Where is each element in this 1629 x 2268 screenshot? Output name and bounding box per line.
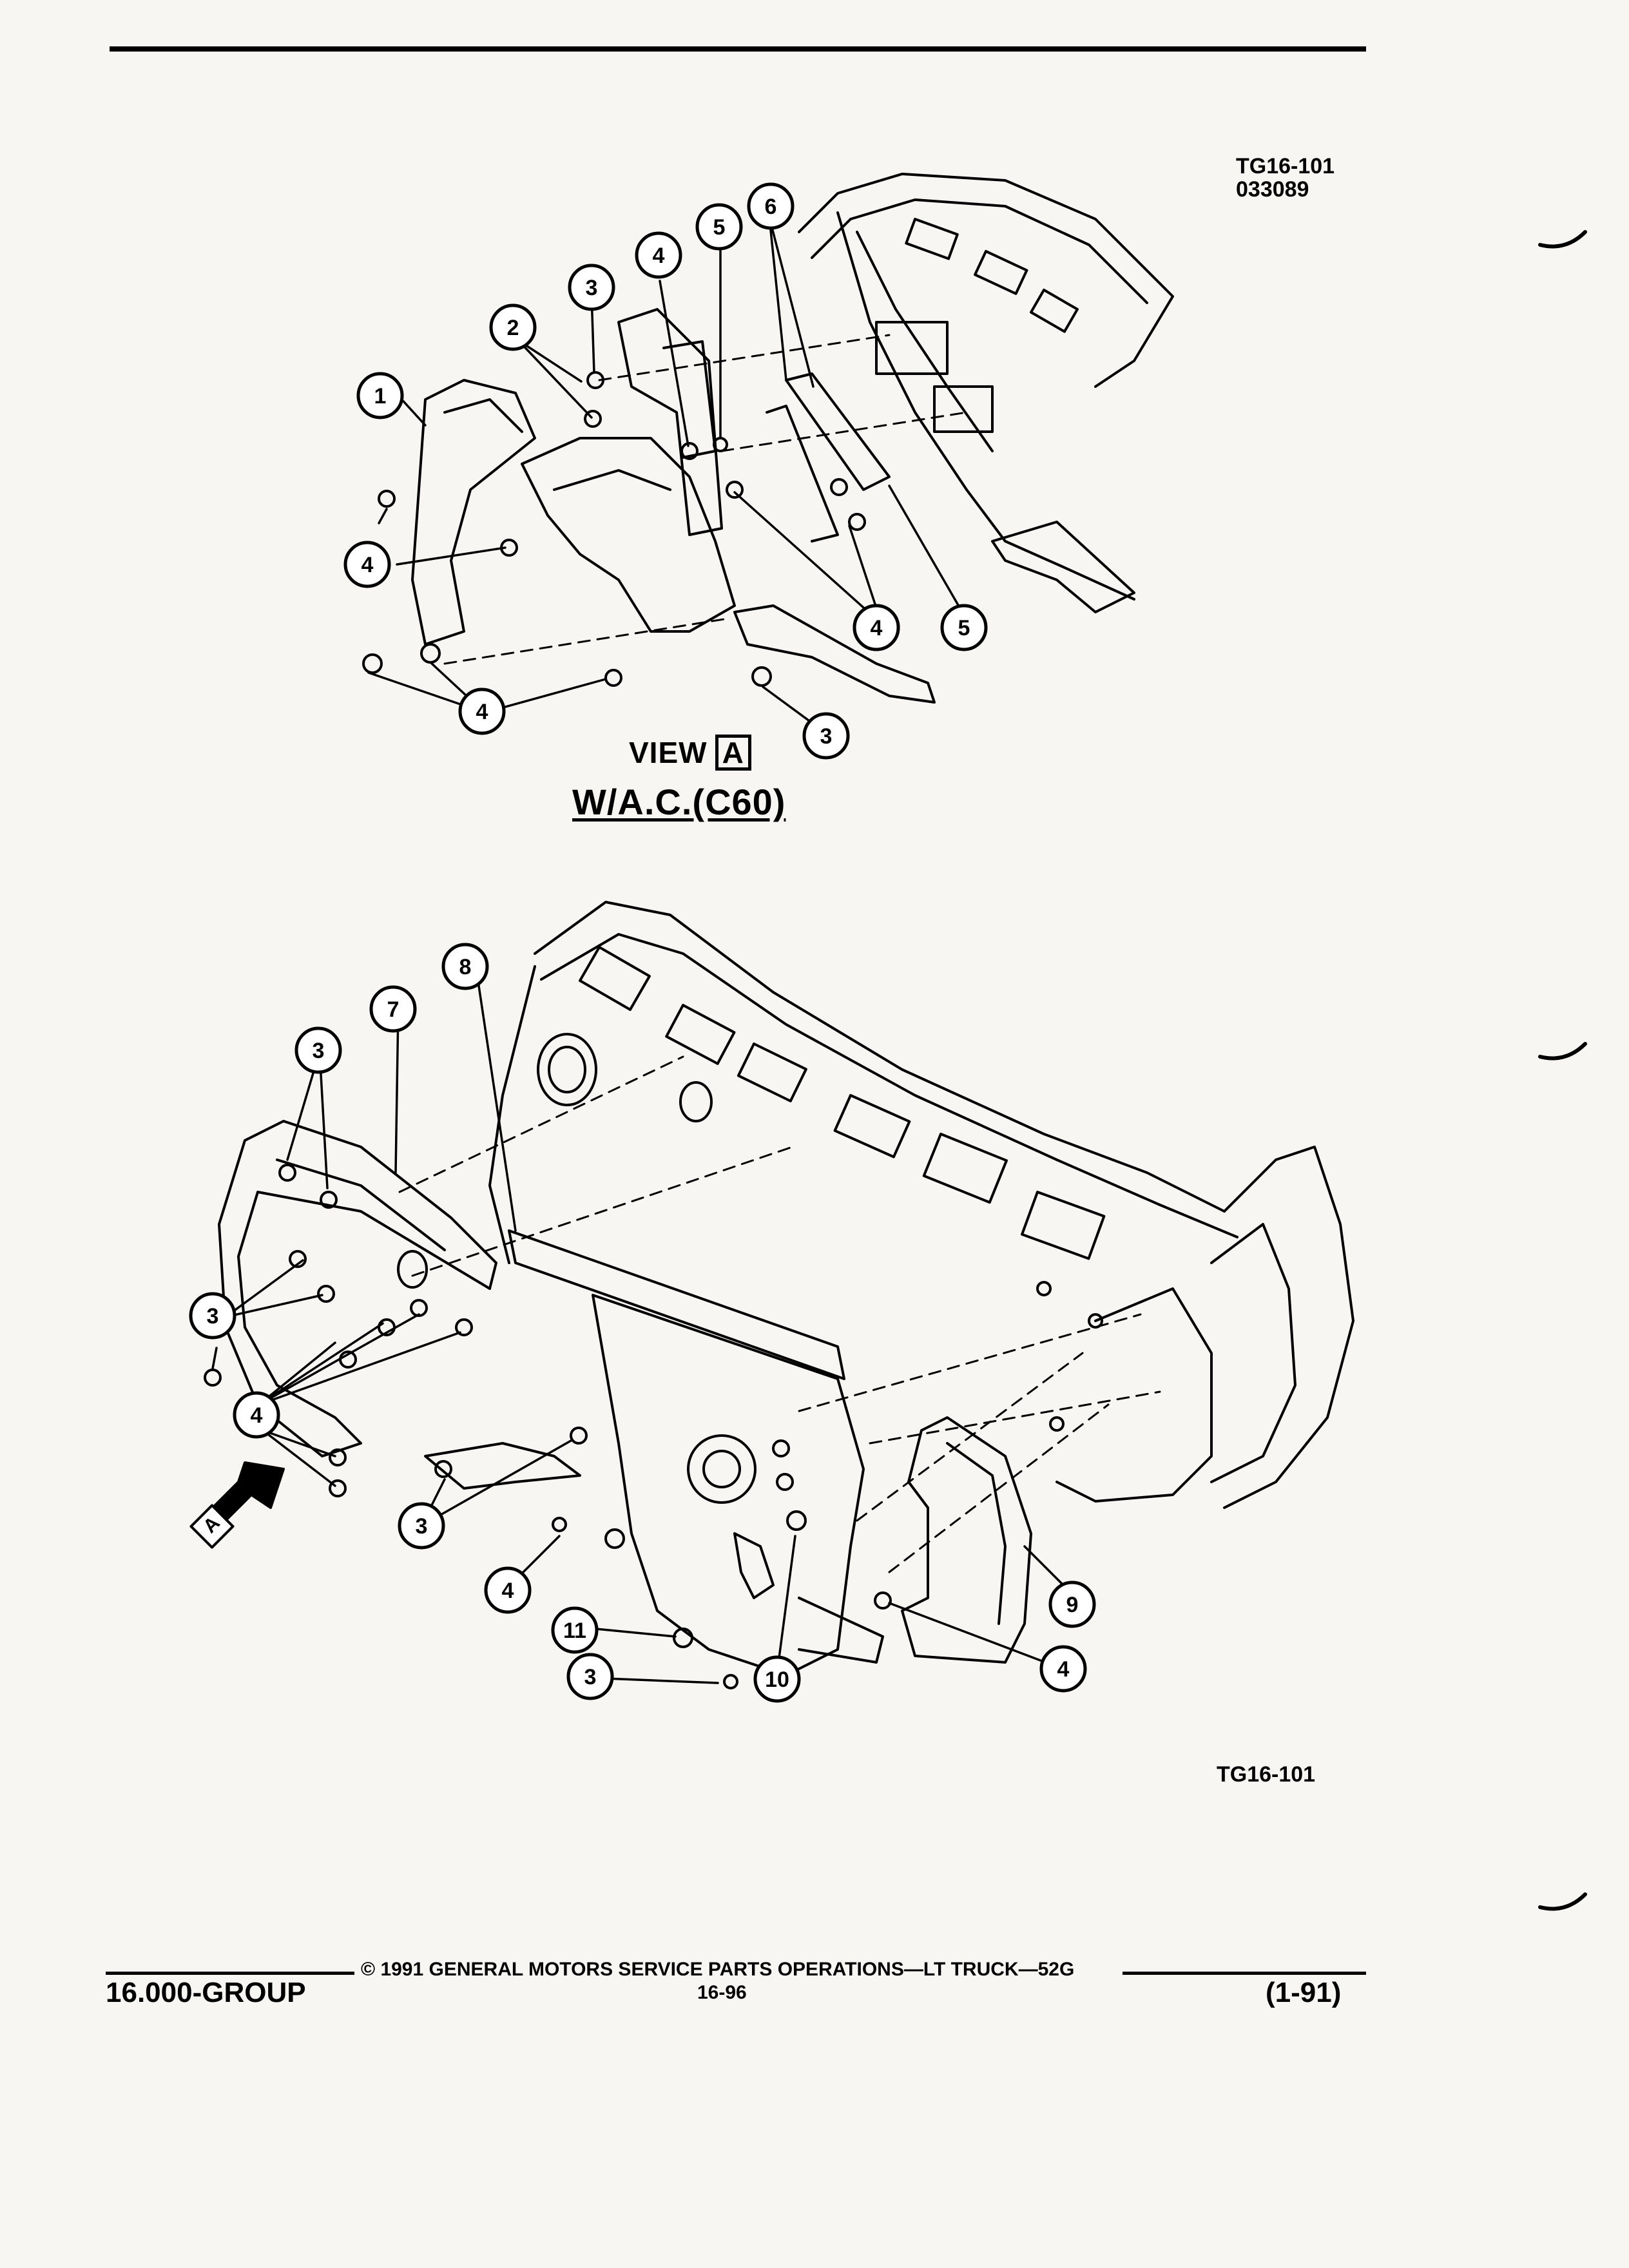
- margin-marks: [1538, 230, 1587, 1911]
- callout-number: 4: [476, 700, 488, 724]
- callout-circle: [940, 604, 988, 651]
- callout-number: 3: [584, 1665, 597, 1689]
- callout-circle: [398, 1502, 445, 1550]
- figure-code-bottom: TG16-101: [1217, 1762, 1316, 1787]
- callout-number: 1: [374, 384, 387, 408]
- callout-circle: [551, 1606, 599, 1654]
- callout-number: 4: [361, 553, 374, 577]
- callout-circle: [233, 1391, 280, 1439]
- callout-circle: [489, 303, 537, 351]
- view-label-text: VIEW: [629, 736, 708, 769]
- callout-bottom-6: 4: [484, 1566, 532, 1614]
- callout-circle: [853, 604, 900, 651]
- footer-rule-left: [106, 1972, 354, 1975]
- callout-circle: [568, 264, 615, 311]
- top-view-leaders: [367, 216, 972, 735]
- view-subtitle: W/A.C.(C60): [572, 782, 786, 822]
- callout-number: 4: [871, 616, 883, 640]
- callout-number: 9: [1066, 1593, 1079, 1617]
- callout-number: 7: [387, 997, 400, 1022]
- callout-bottom-5: 3: [398, 1502, 445, 1550]
- callout-top-2: 3: [568, 264, 615, 311]
- callout-circle: [1048, 1581, 1096, 1628]
- callout-number: 4: [653, 244, 665, 268]
- callout-layer: 12345644445387334341131094: [189, 182, 1096, 1703]
- bottom-view-leaders: [211, 972, 1077, 1684]
- bottom-view-assembly: [204, 901, 1354, 1689]
- callout-circle: [441, 943, 489, 990]
- callout-bottom-8: 3: [566, 1653, 614, 1700]
- callout-number: 5: [958, 616, 970, 640]
- footer-copyright: © 1991 GENERAL MOTORS SERVICE PARTS OPER…: [361, 1959, 1075, 1980]
- callout-number: 8: [459, 955, 472, 979]
- callout-number: 11: [563, 1619, 586, 1643]
- footer-page-number: 16-96: [697, 1982, 747, 2003]
- callout-number: 4: [1057, 1657, 1070, 1682]
- callout-number: 6: [765, 195, 777, 219]
- callout-bottom-1: 7: [369, 985, 417, 1033]
- callout-top-9: 4: [853, 604, 900, 651]
- callout-circle: [484, 1566, 532, 1614]
- callout-top-10: 5: [940, 604, 988, 651]
- callout-number: 3: [586, 276, 598, 300]
- callout-top-0: 1: [356, 372, 404, 419]
- callout-circle: [566, 1653, 614, 1700]
- callout-bottom-10: 9: [1048, 1581, 1096, 1628]
- callout-bottom-9: 10: [753, 1655, 801, 1703]
- callout-circle: [369, 985, 417, 1033]
- figure-code: TG16-101: [1236, 154, 1335, 178]
- view-letter-box: A: [715, 735, 751, 771]
- callout-circle: [1039, 1645, 1087, 1693]
- footer-rule-right: [1123, 1972, 1366, 1975]
- callout-bottom-2: 3: [294, 1026, 342, 1074]
- callout-bottom-7: 11: [551, 1606, 599, 1654]
- figure-date: 033089: [1236, 177, 1309, 202]
- callout-number: 3: [416, 1514, 428, 1539]
- callout-circle: [356, 372, 404, 419]
- callout-top-5: 6: [747, 182, 795, 230]
- callout-top-4: 5: [695, 203, 743, 251]
- figure-code-header: TG16-101 033089: [1236, 155, 1335, 201]
- callout-number: 3: [820, 724, 833, 749]
- footer-date: (1-91): [1266, 1977, 1342, 2008]
- callout-number: 4: [502, 1579, 514, 1603]
- callout-circle: [294, 1026, 342, 1074]
- callout-top-11: 3: [802, 712, 850, 760]
- callout-bottom-11: 4: [1039, 1645, 1087, 1693]
- footer-group: 16.000-GROUP: [106, 1977, 306, 2008]
- callout-circle: [695, 203, 743, 251]
- callout-bottom-3: 3: [189, 1292, 236, 1340]
- view-a-arrow-icon: [189, 1461, 285, 1549]
- callout-bottom-0: 8: [441, 943, 489, 990]
- callout-circle: [635, 231, 682, 279]
- callout-top-6: 4: [343, 541, 391, 588]
- callout-top-1: 2: [489, 303, 537, 351]
- callout-top-3: 4: [635, 231, 682, 279]
- callout-bottom-4: 4: [233, 1391, 280, 1439]
- callout-circle: [747, 182, 795, 230]
- callout-number: 3: [313, 1039, 325, 1063]
- top-view-assembly: [362, 173, 1174, 704]
- callout-number: 5: [713, 215, 726, 240]
- callout-circle: [753, 1655, 801, 1703]
- callout-number: 10: [765, 1667, 789, 1692]
- callout-number: 3: [207, 1304, 219, 1329]
- callout-circle: [189, 1292, 236, 1340]
- callout-circle: [802, 712, 850, 760]
- callout-number: 2: [507, 316, 519, 340]
- callout-number: 4: [251, 1403, 263, 1428]
- callout-circle: [343, 541, 391, 588]
- callout-circle: [458, 687, 506, 735]
- top-rule: [110, 46, 1366, 52]
- callout-top-7: 4: [458, 687, 506, 735]
